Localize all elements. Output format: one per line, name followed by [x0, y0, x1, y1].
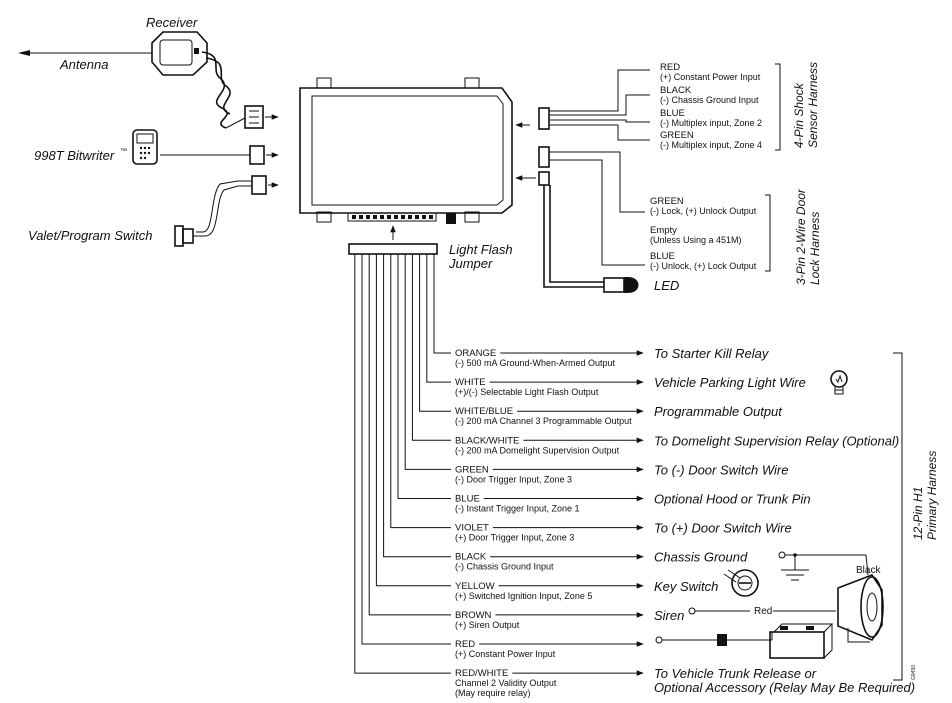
receiver-label: Receiver	[146, 15, 198, 30]
bitwriter-device: 998T Bitwriter ™	[34, 129, 279, 165]
primary-wire-name: RED	[455, 639, 475, 650]
primary-wire: BLUE(-) Instant Trigger Input, Zone 1Opt…	[397, 254, 811, 514]
primary-wire: ORANGE(-) 500 mA Ground-When-Armed Outpu…	[433, 254, 770, 368]
lock-wire-name: Empty	[650, 225, 677, 236]
primary-wire-destination: Siren	[654, 608, 684, 623]
light-flash-jumper	[446, 213, 456, 224]
primary-wire-desc: (-) Door Trigger Input, Zone 3	[455, 474, 572, 484]
shock-wire-desc: (-) Multiplex input, Zone 2	[660, 118, 762, 128]
antenna: Antenna	[18, 50, 152, 72]
valet-switch: Valet/Program Switch	[28, 175, 279, 247]
primary-wire-name: VIOLET	[455, 523, 489, 534]
shock-wire-desc: (-) Multiplex input, Zone 4	[660, 140, 762, 150]
primary-wire-destination: To Vehicle Trunk Release or	[654, 666, 817, 681]
primary-wire-desc: (+) Constant Power Input	[455, 649, 556, 659]
siren-red-label: Red	[754, 606, 772, 617]
connector-pins	[352, 215, 433, 219]
primary-wire-destination: Key Switch	[654, 579, 718, 594]
primary-wire-name: ORANGE	[455, 348, 496, 359]
lock-wire-desc: (-) Unlock, (+) Lock Output	[650, 261, 757, 271]
primary-wire: BROWN(+) Siren Output Siren	[368, 254, 684, 630]
primary-wire-destination: To Starter Kill Relay	[654, 346, 770, 361]
shock-harness-title-2: Sensor Harness	[806, 62, 820, 148]
primary-wire-name: RED/WHITE	[455, 668, 508, 679]
receiver-coil-cable	[201, 51, 279, 129]
battery-icon	[655, 623, 834, 659]
ground-icon	[778, 551, 869, 581]
primary-harness-title-1: 12-Pin H1	[911, 487, 925, 540]
receiver-module: Receiver	[146, 15, 208, 76]
primary-wire-desc: (-) 200 mA Channel 3 Programmable Output	[455, 416, 632, 426]
bulb-icon	[830, 370, 848, 395]
light-flash-label-2: Jumper	[448, 256, 493, 271]
primary-wire-destination: Optional Accessory (Relay May Be Require…	[654, 680, 915, 695]
shock-harness: RED (+) Constant Power Input BLACK (-) C…	[515, 62, 820, 151]
lock-harness-title-1: 3-Pin 2-Wire Door	[794, 188, 808, 285]
primary-wire: YELLOW(+) Switched Ignition Input, Zone …	[375, 254, 718, 601]
light-flash-label-1: Light Flash	[449, 242, 513, 257]
shock-wire-name: GREEN	[660, 130, 694, 141]
small-code: G9450	[911, 665, 917, 680]
key-switch-icon	[723, 569, 759, 597]
primary-wire-desc: (+) Switched Ignition Input, Zone 5	[455, 591, 592, 601]
primary-wire-destination: Vehicle Parking Light Wire	[654, 375, 806, 390]
shock-wire-desc: (-) Chassis Ground Input	[660, 95, 759, 105]
primary-wire: BLACK(-) Chassis Ground Input Chassis Gro…	[383, 254, 748, 572]
primary-wire: GREEN(-) Door Trigger Input, Zone 3 To (-…	[404, 254, 788, 484]
shock-harness-title-1: 4-Pin Shock	[792, 82, 806, 148]
primary-wire-desc: (-) Chassis Ground Input	[455, 562, 554, 572]
door-lock-harness: GREEN (-) Lock, (+) Unlock Output Empty …	[515, 146, 822, 293]
shock-wire-desc: (+) Constant Power Input	[660, 72, 761, 82]
primary-wire-desc: (May require relay)	[455, 688, 531, 698]
shock-wire-name: BLUE	[660, 108, 685, 119]
primary-wire-name: BLACK	[455, 552, 487, 563]
primary-wire: BLACK/WHITE(-) 200 mA Domelight Supervis…	[411, 254, 899, 455]
control-module: Light Flash Jumper	[299, 77, 513, 271]
primary-wire-destination: Optional Hood or Trunk Pin	[654, 492, 811, 507]
primary-wire-desc: (-) Instant Trigger Input, Zone 1	[455, 504, 580, 514]
primary-wire-desc: (-) 200 mA Domelight Supervision Output	[455, 445, 620, 455]
primary-wire-group: ORANGE(-) 500 mA Ground-When-Armed Outpu…	[354, 254, 915, 698]
siren-black-label: Black	[856, 565, 881, 576]
primary-wire-destination: Chassis Ground	[654, 550, 748, 565]
primary-harness-title-2: Primary Harness	[925, 451, 939, 540]
lock-wire-desc: (-) Lock, (+) Unlock Output	[650, 206, 757, 216]
valet-label: Valet/Program Switch	[28, 228, 153, 243]
primary-wire-name: YELLOW	[455, 581, 495, 592]
led-label: LED	[654, 278, 679, 293]
shock-wire-name: BLACK	[660, 85, 692, 96]
primary-wire: VIOLET(+) Door Trigger Input, Zone 3 To (…	[390, 254, 792, 543]
shock-wire-name: RED	[660, 62, 680, 73]
primary-wire-name: GREEN	[455, 464, 489, 475]
primary-wire-destination: To (-) Door Switch Wire	[654, 462, 788, 477]
primary-wire-destination: To Domelight Supervision Relay (Optional…	[654, 433, 899, 448]
lock-harness-title-2: Lock Harness	[808, 212, 822, 285]
primary-wire-desc: (-) 500 mA Ground-When-Armed Output	[455, 358, 616, 368]
lock-wire-desc: (Unless Using a 451M)	[650, 235, 742, 245]
primary-wire-name: BLACK/WHITE	[455, 435, 519, 446]
antenna-label: Antenna	[59, 57, 108, 72]
primary-wire-name: BROWN	[455, 610, 492, 621]
primary-wire-name: WHITE	[455, 377, 486, 388]
primary-wire-destination: To (+) Door Switch Wire	[654, 521, 792, 536]
primary-wire-desc: (+) Door Trigger Input, Zone 3	[455, 533, 574, 543]
lock-wire-name: BLUE	[650, 251, 675, 262]
primary-harness: ORANGE(-) 500 mA Ground-When-Armed Outpu…	[348, 243, 939, 698]
primary-wire: WHITE/BLUE(-) 200 mA Channel 3 Programma…	[419, 254, 783, 426]
lock-wire-name: GREEN	[650, 196, 684, 207]
primary-wire-name: WHITE/BLUE	[455, 406, 513, 417]
bitwriter-tm: ™	[120, 148, 127, 155]
bitwriter-label: 998T Bitwriter	[34, 148, 115, 163]
primary-wire-desc: (+)/(-) Selectable Light Flash Output	[455, 387, 599, 397]
primary-wire-destination: Programmable Output	[654, 404, 783, 419]
led-icon	[603, 277, 639, 293]
primary-wire: WHITE(+)/(-) Selectable Light Flash Outp…	[426, 254, 806, 397]
siren-icon: Red Black	[688, 565, 884, 643]
primary-wire: RED(+) Constant Power Input	[361, 254, 644, 659]
primary-wire-desc: (+) Siren Output	[455, 620, 520, 630]
primary-wire-name: BLUE	[455, 494, 480, 505]
primary-wire-desc: Channel 2 Validity Output	[455, 678, 557, 688]
